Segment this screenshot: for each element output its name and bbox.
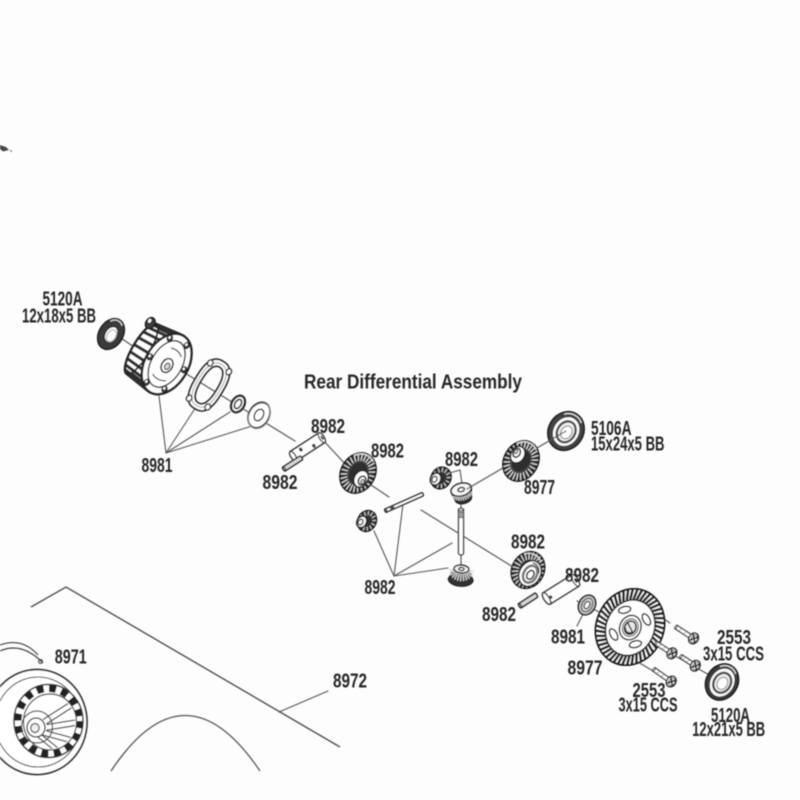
part-label-gear-left: 8982 (371, 440, 404, 463)
part-label-bearing-tl-no: 5120A (43, 288, 83, 311)
screw-2553-c (679, 653, 701, 672)
part-label-cyl-lower: 8982 (565, 564, 599, 587)
part-label-washer-lower: 8981 (551, 626, 585, 649)
part-label-screws-bot-size: 3x15 CCS (619, 694, 678, 717)
washer-8981 (247, 401, 271, 430)
edge-mark (0, 145, 13, 153)
part-label-screws-bot-no: 2553 (633, 679, 666, 702)
part-label-bearing-r-no: 5106A (591, 417, 632, 440)
wheel-8971 (0, 642, 88, 776)
part-label-screws-top-size: 3x15 CCS (703, 643, 764, 666)
cross-pin-8982 (383, 492, 425, 513)
diff-case-8981 (123, 316, 193, 396)
part-label-diff-case: 8981 (142, 454, 173, 477)
labels-layer: 5120A 12x18x5 BB 8981 Rear Differential … (22, 288, 765, 742)
part-label-bearing-r-size: 15x24x5 BB (591, 433, 665, 456)
spider-shaft-8982 (457, 507, 465, 556)
bearing-12x21x5 (704, 663, 740, 701)
gear-8982-lower (510, 550, 546, 590)
spider-gear-8982-b (429, 466, 452, 490)
spider-gear-8982-a (355, 509, 378, 533)
part-label-spider-set: 8982 (365, 576, 396, 599)
part-label-sleeve: 8982 (311, 415, 345, 438)
spider-gear-8982-top (450, 482, 473, 505)
screw-2553-a (674, 624, 700, 645)
pin-8982-lower (517, 592, 539, 609)
gasket-8981 (185, 358, 233, 412)
part-label-outgear-right: 8977 (524, 476, 555, 499)
cylinder-8982-lower (541, 574, 581, 605)
ring-gear-8977 (594, 587, 666, 667)
part-label-gear-lower: 8982 (511, 531, 545, 554)
body-curve (110, 714, 261, 772)
output-gear-8982-left (339, 452, 377, 494)
part-label-chassis-rod: 8972 (333, 670, 367, 693)
part-label-pin-left: 8982 (263, 471, 298, 494)
spider-gear-8982-bottom (447, 564, 475, 587)
part-label-spider: 8982 (445, 448, 478, 471)
pin-8982-left (281, 455, 304, 472)
screw-2553-b (654, 640, 678, 660)
part-label-screws-top-no: 2553 (717, 626, 751, 649)
part-label-bearing-tl-size: 12x18x5 BB (22, 305, 96, 328)
part-label-bearing-br-no: 5120A (711, 704, 750, 727)
washer-8981-lower (577, 594, 597, 616)
output-gear-8977 (502, 440, 540, 482)
screw-2553-d (652, 667, 677, 688)
diagram-title: Rear Differential Assembly (304, 371, 522, 394)
o-ring-8981 (229, 394, 247, 414)
part-label-pin-lower: 8982 (482, 603, 516, 626)
bearing-12x18x5 (96, 317, 126, 351)
part-label-bearing-br-size: 12x21x5 BB (692, 718, 765, 741)
part-label-wheel: 8971 (55, 646, 87, 669)
chassis-rod-8972 (30, 586, 341, 748)
part-label-ring-gear: 8977 (568, 657, 603, 680)
